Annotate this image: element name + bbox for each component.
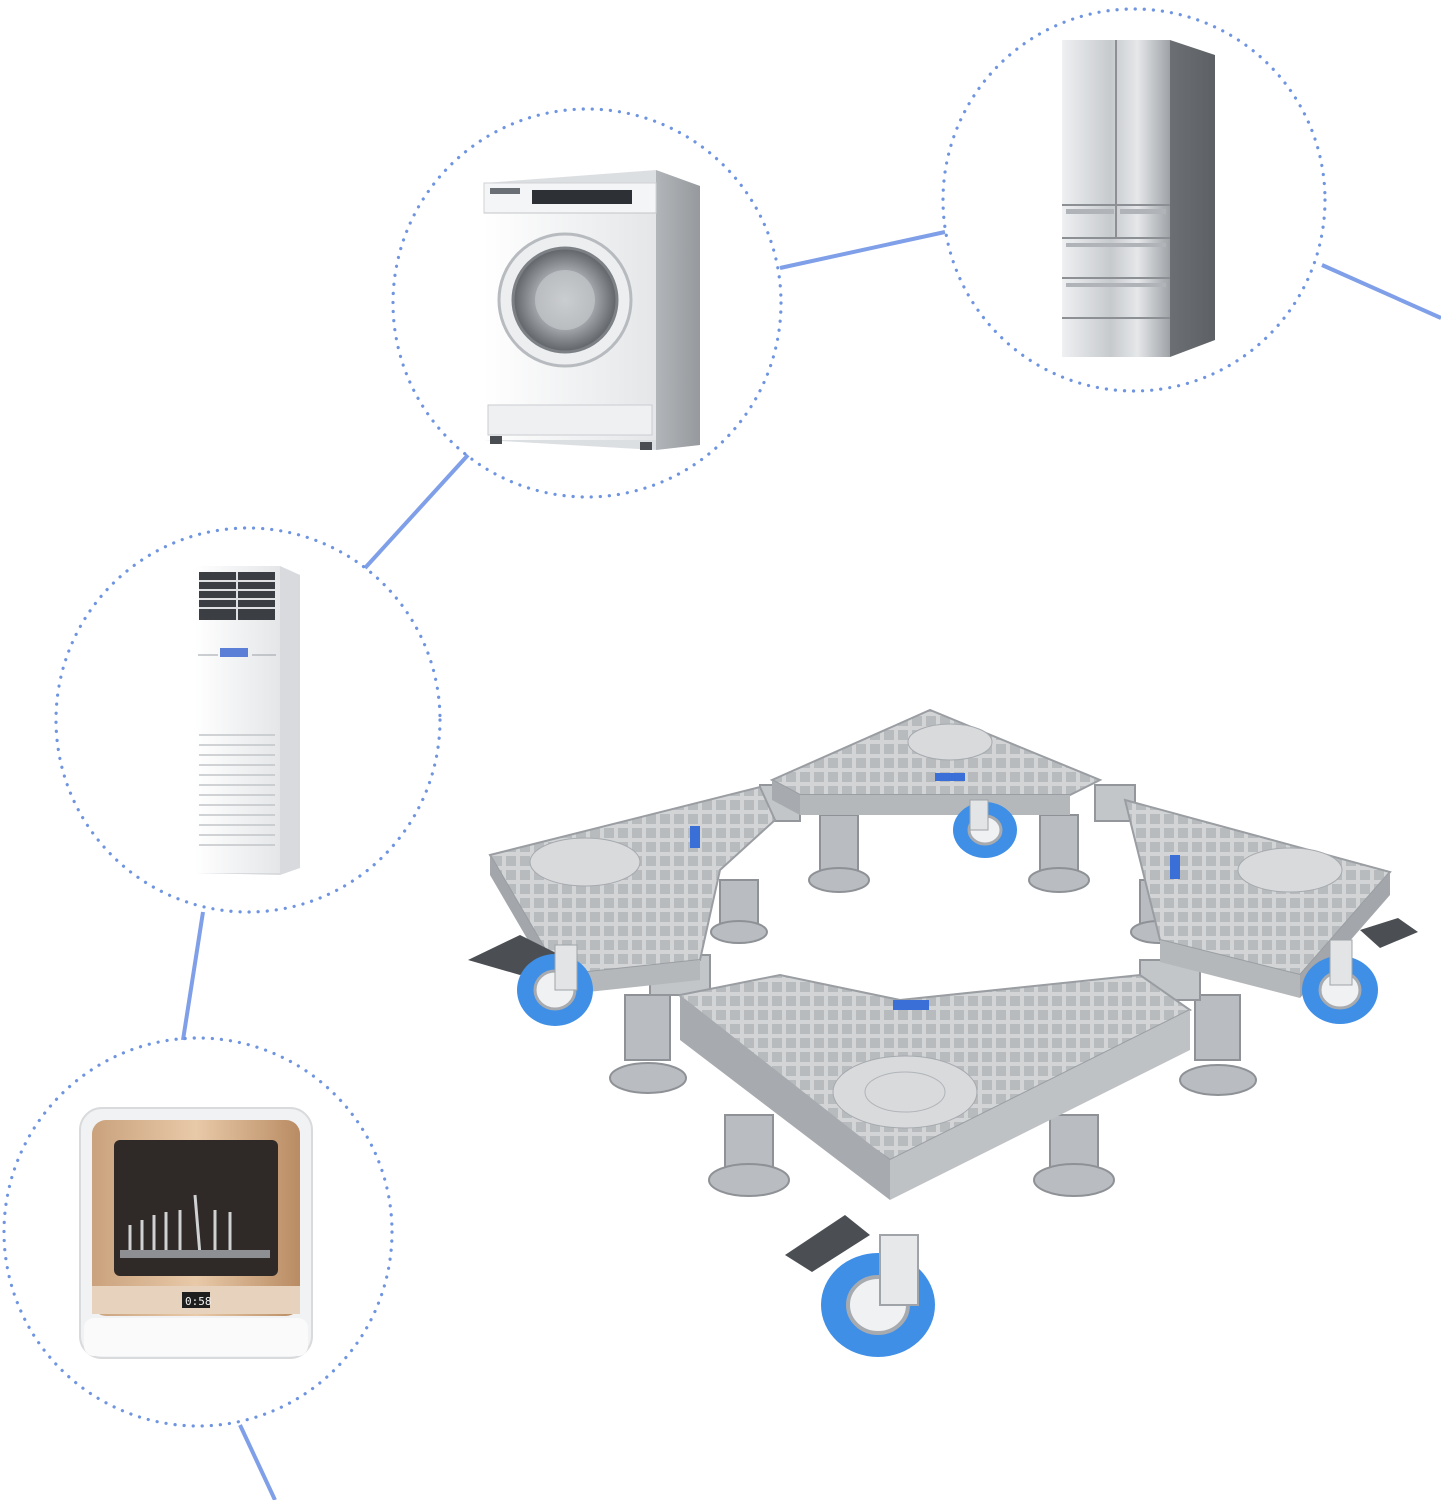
dishwasher-icon: 0:58 bbox=[79, 1107, 313, 1359]
adjustable-appliance-base bbox=[468, 708, 1418, 1357]
corner-pad-front bbox=[678, 973, 1192, 1200]
caster-wheel-right bbox=[1302, 918, 1418, 1024]
dishwasher-display-text: 0:58 bbox=[185, 1295, 212, 1308]
washing-machine-frame bbox=[391, 107, 783, 499]
connector-line bbox=[181, 911, 205, 1041]
refrigerator-frame bbox=[941, 7, 1327, 393]
air-conditioner-frame bbox=[54, 526, 442, 914]
connector-line bbox=[238, 1424, 277, 1500]
connector-line bbox=[363, 453, 470, 570]
caster-wheel-left bbox=[468, 935, 593, 1026]
air-conditioner-icon bbox=[195, 566, 300, 875]
refrigerator-icon bbox=[1062, 40, 1215, 357]
corner-pad-back bbox=[769, 708, 1103, 815]
caster-wheels bbox=[468, 799, 1418, 1357]
connector-line bbox=[779, 230, 946, 270]
caster-wheel-front bbox=[785, 1215, 935, 1357]
connector-lines bbox=[181, 230, 1441, 1500]
connector-line bbox=[1321, 263, 1441, 320]
corner-pad-left bbox=[488, 785, 777, 995]
caster-wheel-back bbox=[953, 799, 1017, 858]
support-legs bbox=[609, 814, 1257, 1197]
washing-machine-icon bbox=[483, 170, 700, 450]
dotted-circles bbox=[2, 7, 1327, 1428]
dishwasher-frame bbox=[2, 1036, 394, 1428]
dishwasher-display bbox=[182, 1292, 210, 1308]
